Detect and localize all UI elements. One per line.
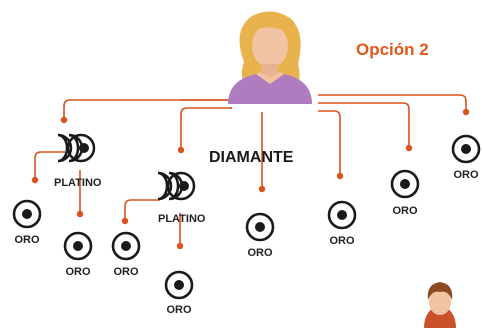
platino-label: PLATINO (54, 177, 102, 189)
oro-icon (390, 169, 420, 199)
connector-dots (31, 108, 470, 250)
oro-label: ORO (14, 234, 40, 246)
platino-icon (57, 133, 96, 163)
woman-avatar-icon (228, 11, 312, 104)
oro-icon (327, 200, 357, 230)
oro-label: ORO (113, 266, 139, 278)
oro-label: ORO (247, 247, 273, 259)
connector-lines (34, 94, 467, 246)
oro-icon (12, 199, 42, 229)
oro-icons (12, 134, 481, 300)
oro-label: ORO (166, 304, 192, 316)
platino-icon (157, 171, 196, 201)
oro-icon (111, 231, 141, 261)
man-avatar-icon (424, 282, 456, 328)
oro-label: ORO (453, 169, 479, 181)
oro-icon (63, 231, 93, 261)
option-title: Opción 2 (356, 40, 429, 59)
diamante-label: DIAMANTE (209, 149, 294, 166)
platino-label: PLATINO (158, 213, 206, 225)
oro-label: ORO (392, 205, 418, 217)
oro-label: ORO (65, 266, 91, 278)
oro-icon (245, 212, 275, 242)
oro-label: ORO (329, 235, 355, 247)
oro-icon (164, 270, 194, 300)
oro-icon (451, 134, 481, 164)
